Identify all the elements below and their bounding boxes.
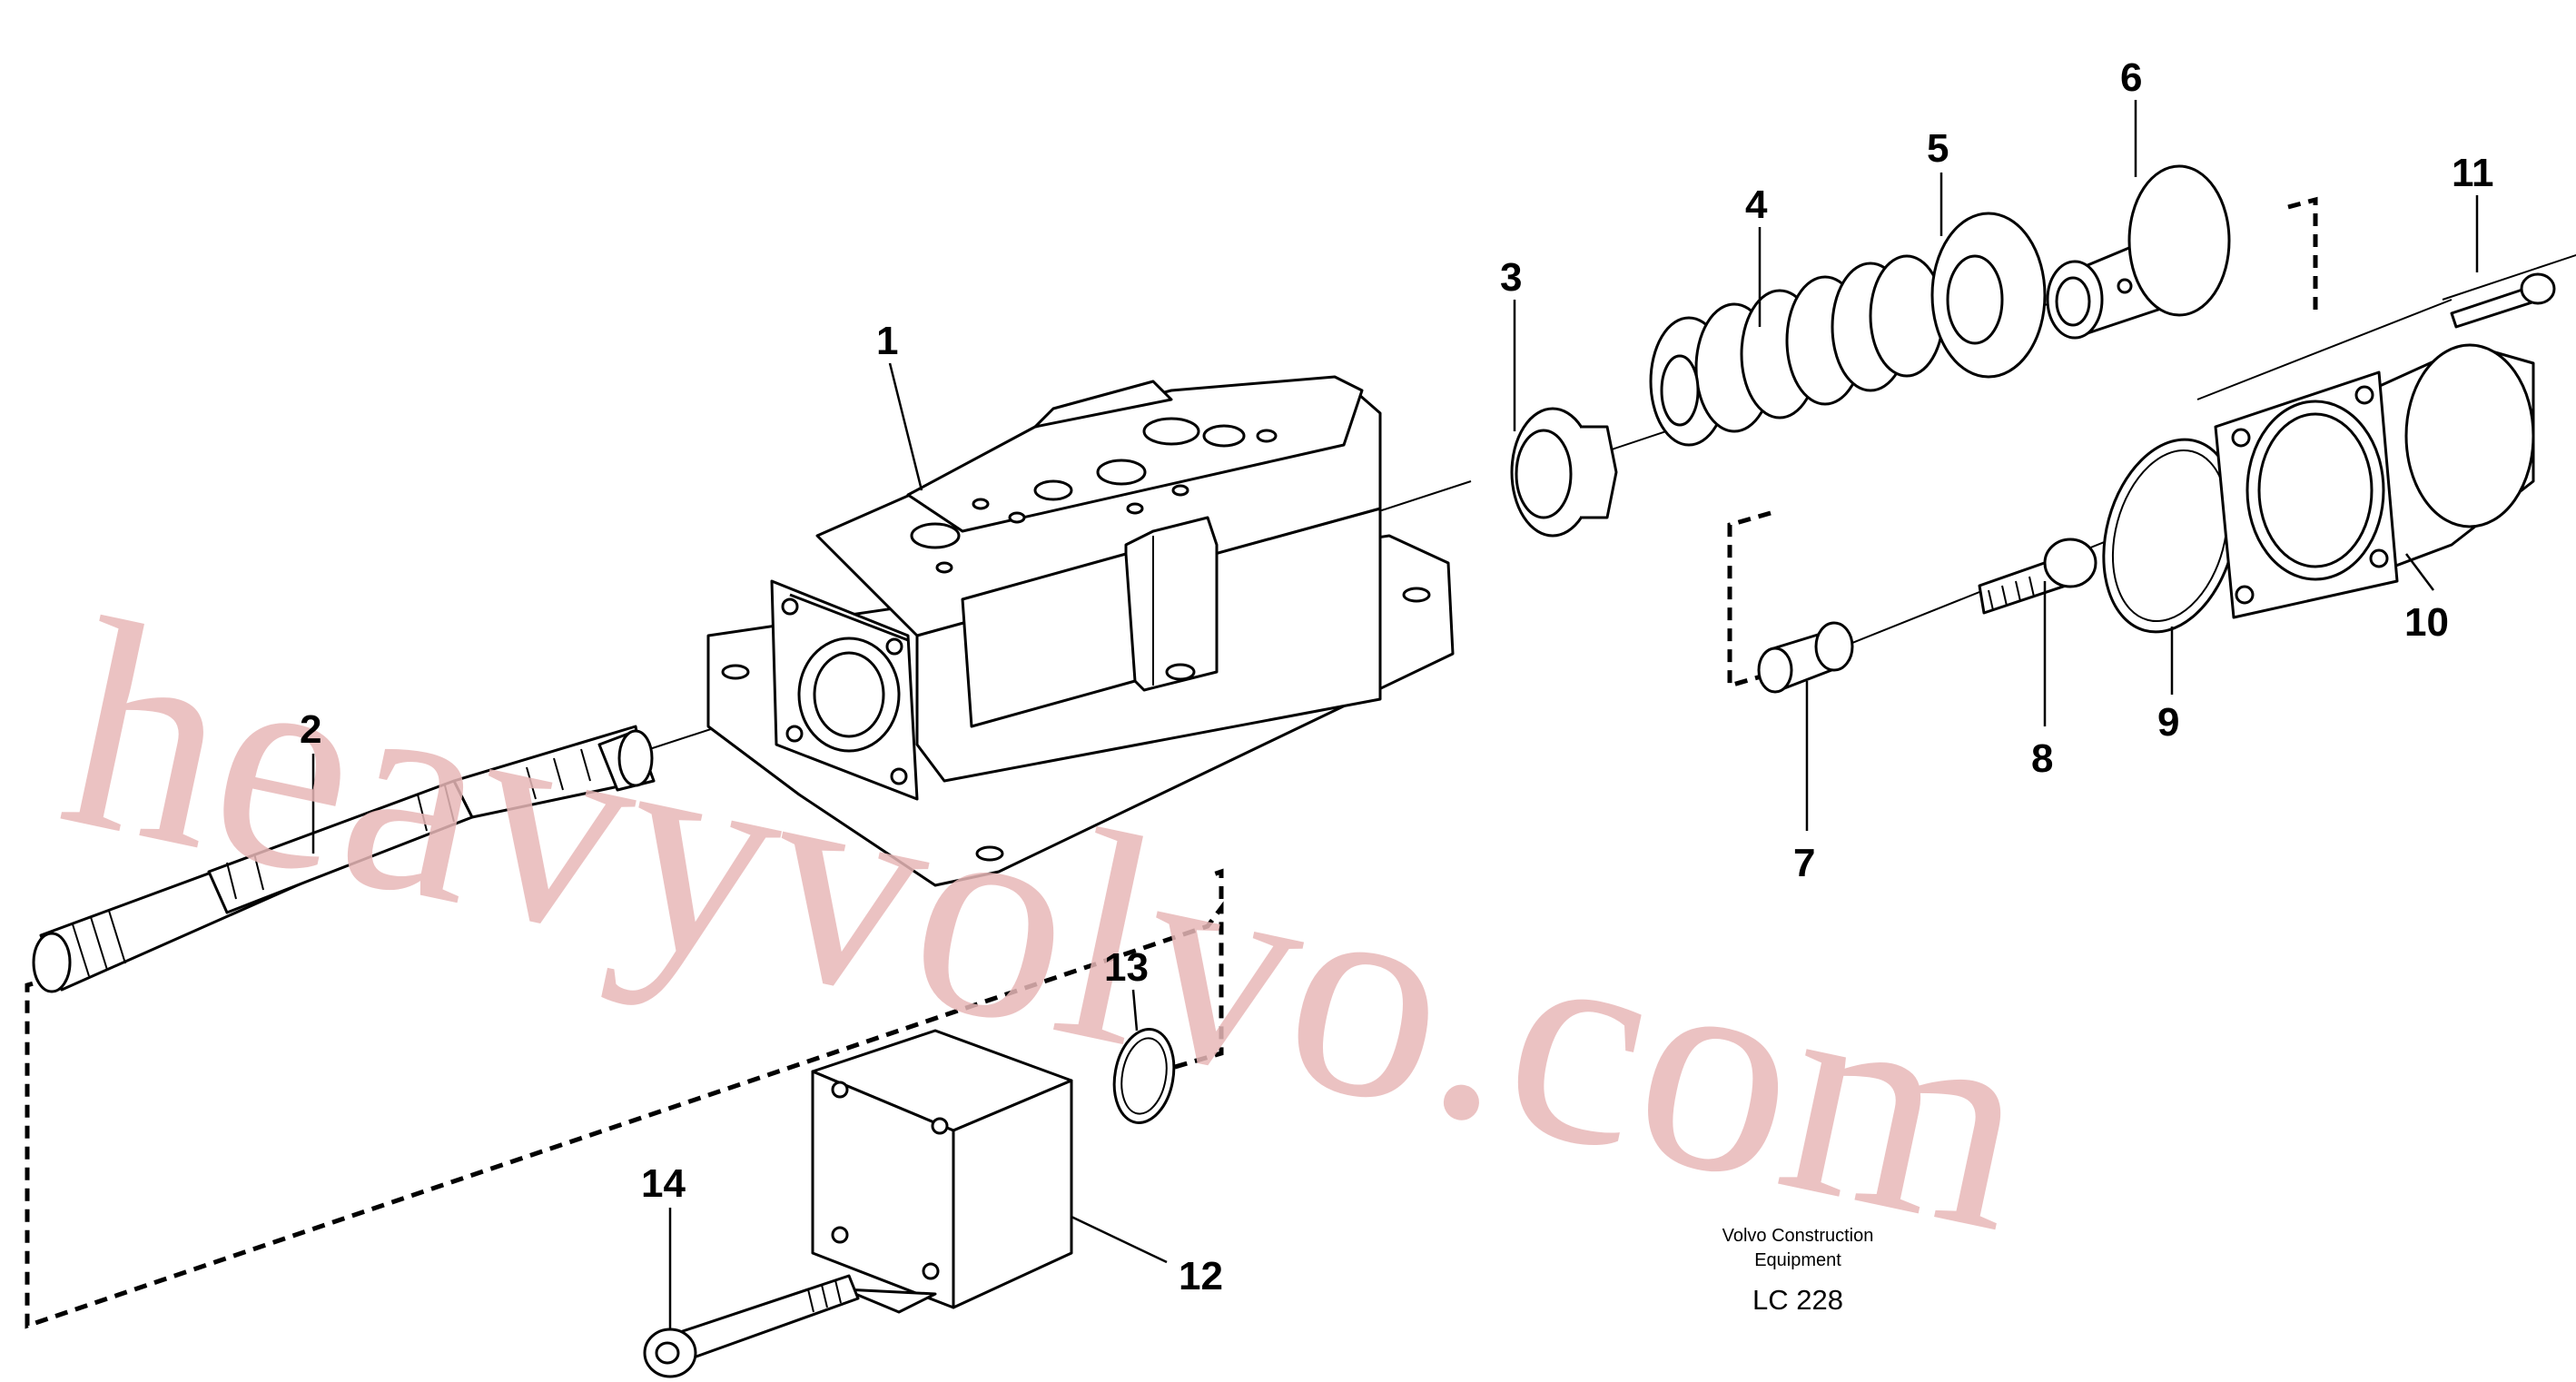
part-6-stop-sleeve xyxy=(2046,164,2231,340)
caption-company: Volvo Construction xyxy=(1722,1226,1874,1246)
callout-9: 9 xyxy=(2157,700,2179,745)
part-2-spool xyxy=(32,725,656,993)
part-1-valve-body xyxy=(706,375,1455,887)
drawing-code: LC 228 xyxy=(1752,1284,1843,1316)
callout-1: 1 xyxy=(876,319,898,363)
callout-4: 4 xyxy=(1745,183,1768,227)
part-7-bushing xyxy=(1757,621,1854,694)
callout-6: 6 xyxy=(2120,55,2142,100)
part-5-seat-ring xyxy=(1930,212,2047,379)
part-13-o-ring xyxy=(1112,1027,1176,1125)
callout-3: 3 xyxy=(1500,255,1522,300)
part-3-spring-seat xyxy=(1510,407,1618,538)
part-12-cap-block xyxy=(811,1029,1073,1314)
leader-lines xyxy=(311,100,2479,1329)
part-8-bolt xyxy=(1978,538,2097,615)
part-11-screw xyxy=(2450,272,2556,329)
part-4-spring xyxy=(1649,254,1945,447)
part-14-socket-screw xyxy=(643,1274,860,1378)
callout-10: 10 xyxy=(2404,600,2449,645)
callout-11: 11 xyxy=(2452,151,2494,195)
callout-14: 14 xyxy=(641,1161,686,1206)
callout-8: 8 xyxy=(2031,736,2053,781)
callout-13: 13 xyxy=(1104,945,1149,990)
callout-12: 12 xyxy=(1179,1254,1223,1298)
callout-7: 7 xyxy=(1793,841,1815,885)
callout-labels: 1 2 3 4 5 6 7 8 9 10 11 12 13 14 xyxy=(300,55,2494,1298)
callout-2: 2 xyxy=(300,707,321,752)
caption-subtitle: Equipment xyxy=(1754,1250,1841,1270)
caption-block: Volvo Construction Equipment LC 228 xyxy=(1722,1226,1874,1316)
part-9-o-ring xyxy=(2102,438,2238,634)
dashed-assembly-brackets xyxy=(25,196,2318,1329)
part-10-end-cover xyxy=(2214,343,2535,619)
callout-5: 5 xyxy=(1927,126,1949,171)
